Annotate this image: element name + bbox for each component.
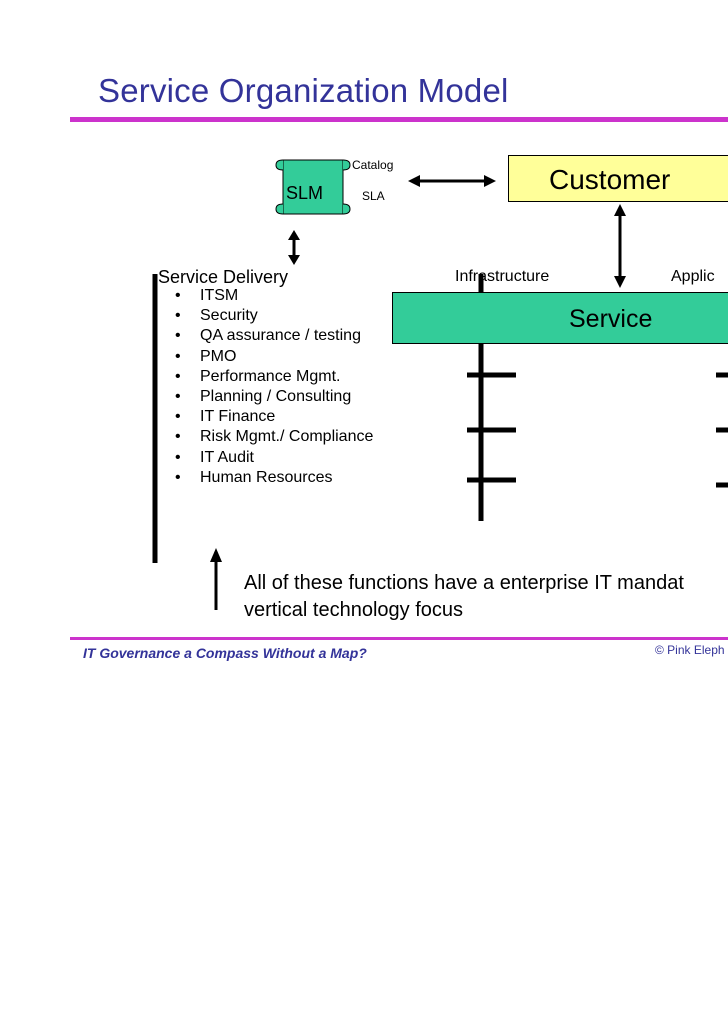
mandate-note-line1: All of these functions have a enterprise… <box>244 572 684 594</box>
service-box: Service <box>392 292 728 344</box>
infrastructure-heading: Infrastructure <box>455 268 550 285</box>
customer-service-double-arrow <box>614 204 626 288</box>
footer-title: IT Governance a Compass Without a Map? <box>83 645 367 661</box>
list-item: IT Audit <box>175 448 373 468</box>
footer-copyright: © Pink Eleph <box>655 643 725 657</box>
catalog-customer-double-arrow <box>408 175 496 187</box>
slm-scroll-icon <box>275 159 351 215</box>
page-title: Service Organization Model <box>98 72 509 109</box>
list-item: Security <box>175 306 373 326</box>
service-delivery-list: ITSM Security QA assurance / testing PMO… <box>175 286 373 488</box>
list-item: ITSM <box>175 286 373 306</box>
list-item: Human Resources <box>175 468 373 488</box>
slm-delivery-double-arrow <box>288 230 300 265</box>
note-up-arrow <box>210 548 222 610</box>
title-divider <box>70 117 728 122</box>
customer-label: Customer <box>549 164 671 195</box>
service-label: Service <box>569 305 653 333</box>
footer-divider <box>70 637 728 640</box>
list-item: Risk Mgmt./ Compliance <box>175 427 373 447</box>
list-item: Planning / Consulting <box>175 387 373 407</box>
mandate-note-line2: vertical technology focus <box>244 599 464 621</box>
list-item: QA assurance / testing <box>175 326 373 346</box>
list-item: PMO <box>175 347 373 367</box>
mandate-note: All of these functions have a enterprise… <box>244 570 684 624</box>
list-item: Performance Mgmt. <box>175 367 373 387</box>
customer-box: Customer <box>508 155 728 202</box>
sla-label: SLA <box>362 189 385 203</box>
list-item: IT Finance <box>175 407 373 427</box>
service-delivery-heading: Service Delivery <box>158 267 289 287</box>
slm-label: SLM <box>286 183 324 203</box>
catalog-label: Catalog <box>352 158 394 172</box>
applications-heading: Applic <box>671 268 715 285</box>
